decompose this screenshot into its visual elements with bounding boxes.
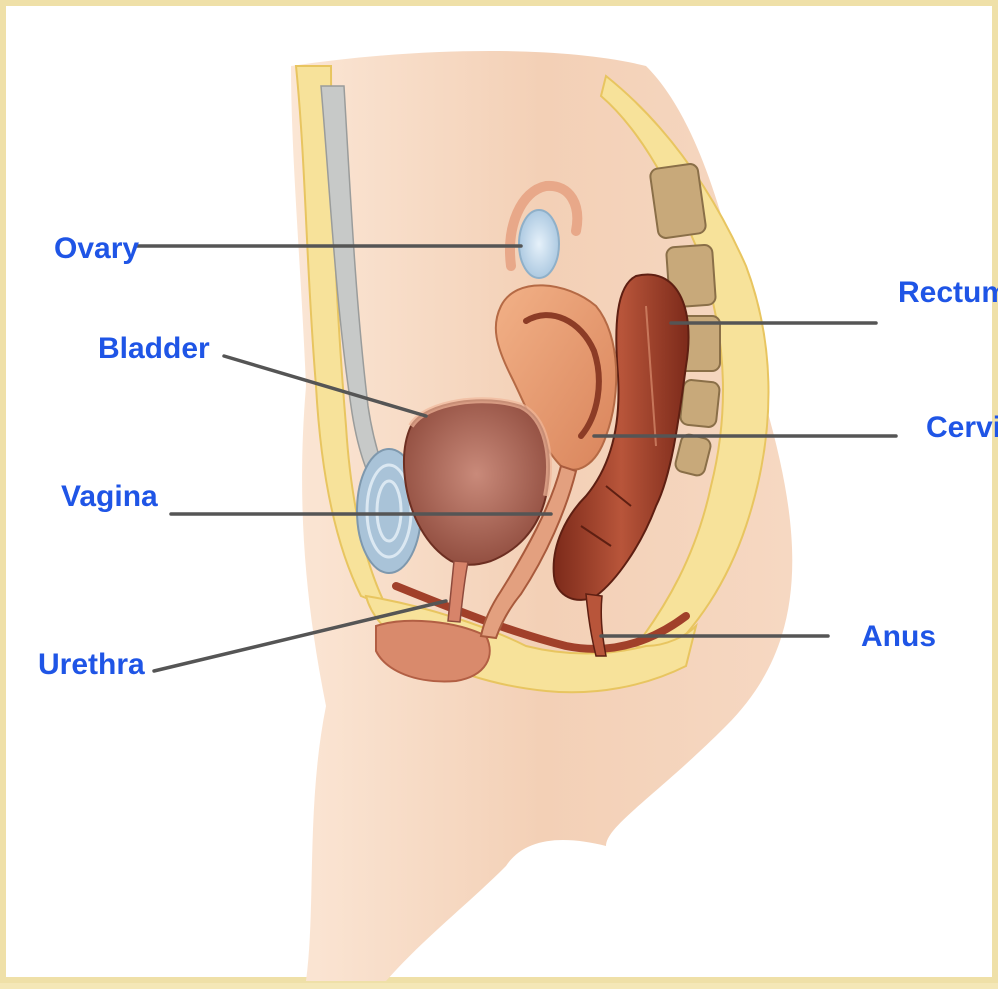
label-anus: Anus	[861, 620, 936, 653]
label-urethra: Urethra	[38, 648, 145, 681]
ovary-shape	[519, 210, 559, 278]
label-cervix: Cervix	[926, 411, 998, 444]
label-ovary: Ovary	[54, 232, 139, 265]
label-bladder: Bladder	[98, 332, 210, 365]
label-vagina: Vagina	[61, 480, 158, 513]
label-rectum: Rectum	[898, 276, 998, 309]
anatomy-diagram: Ovary Bladder Vagina Urethra Rectum Cerv…	[6, 6, 998, 989]
